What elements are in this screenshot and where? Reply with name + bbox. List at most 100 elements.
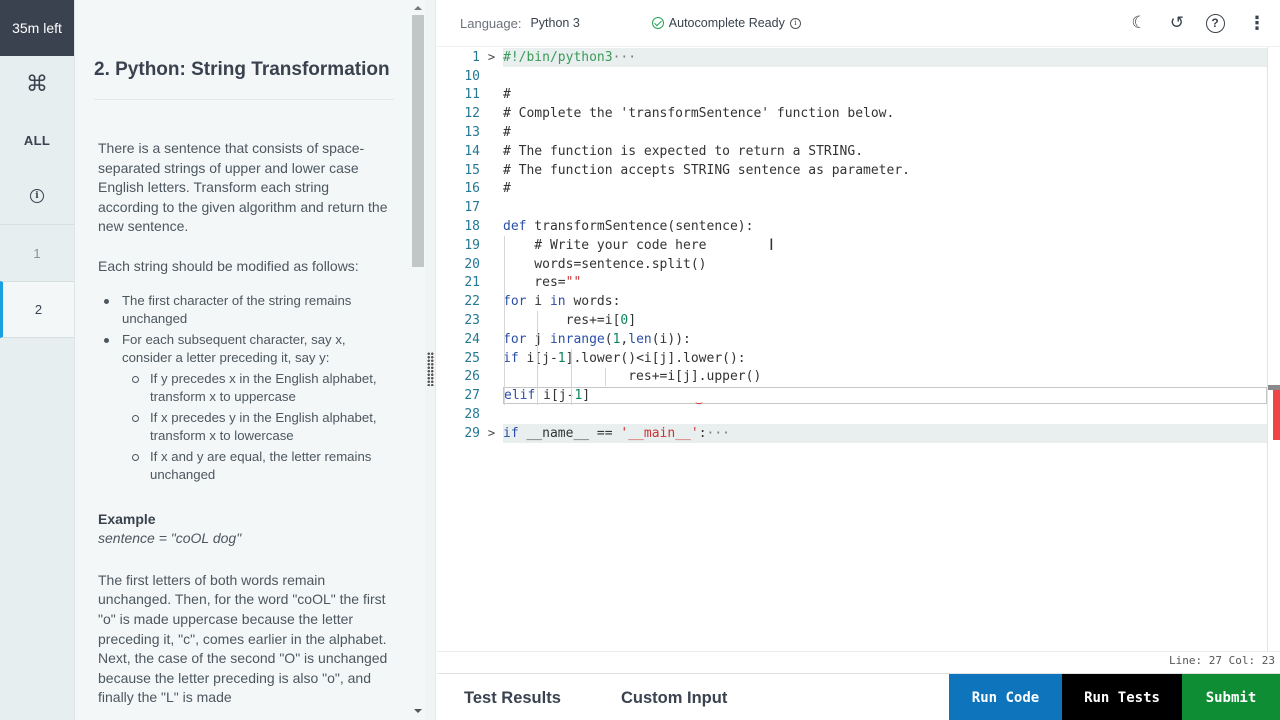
question-2-button[interactable]: 2 [0,281,74,338]
problem-panel: 2. Python: String Transformation There i… [75,0,410,720]
line-number: 23 [464,313,480,329]
line-number: 26 [464,369,480,385]
code-text: res+=i[j].upper() [503,369,762,385]
code-text: # [503,87,511,103]
code-line[interactable]: 22 for i in words: [437,292,1267,311]
tab-test-results[interactable]: Test Results [464,689,561,707]
code-line[interactable]: 17 [437,198,1267,217]
code-line[interactable]: 13# [437,123,1267,142]
line-number: 16 [464,181,480,197]
code-line[interactable]: 28 [437,405,1267,424]
subrule-item: If x precedes y in the English alphabet,… [122,409,390,445]
overview-error-marker [1273,390,1280,440]
code-text: words=sentence.split() [503,256,707,272]
code-text: if __name__ == '__main__':··· [503,424,1267,443]
language-label: Language: [460,15,522,31]
line-number: 20 [464,256,480,272]
code-line[interactable]: 11 # [437,86,1267,105]
line-number: 21 [464,275,480,291]
code-text: if i[j-1].lower()<i[j].lower(): [503,350,746,366]
code-text: elif i[j-1]‿ [503,387,1267,405]
autocomplete-label: Autocomplete Ready [668,16,785,30]
scroll-down-arrow-icon[interactable] [414,709,422,713]
check-circle-icon [651,17,664,29]
submit-button[interactable]: Submit [1182,674,1280,720]
code-editor[interactable]: 1 > #!/bin/python3··· 10 11 # 12# Complet… [437,47,1280,651]
code-line[interactable]: 26 res+=i[j].upper() [437,368,1267,387]
code-line[interactable]: 16# [437,180,1267,199]
autocomplete-status: Autocomplete Ready i [651,16,801,30]
line-number: 27 [464,388,480,404]
command-icon[interactable]: ⌘ [26,71,48,96]
moon-icon: ☾ [1131,13,1147,32]
problem-title: 2. Python: String Transformation [94,57,394,100]
code-text: # Write your code here [503,237,707,253]
panel-splitter[interactable] [425,0,436,720]
run-code-button[interactable]: Run Code [949,674,1062,720]
all-questions-button[interactable]: ALL [23,132,51,148]
code-line[interactable]: 10 [437,67,1267,86]
more-vertical-icon: ⋮ [1248,12,1266,33]
line-number: 11 [464,87,480,103]
subrule-item: If y precedes x in the English alphabet,… [122,370,390,406]
line-number: 19 [464,237,480,253]
problem-scrollbar[interactable] [410,0,425,720]
line-number: 17 [464,200,480,216]
code-line-current[interactable]: 27 elif i[j-1]‿ [437,386,1267,405]
more-options-button[interactable]: ⋮ [1234,8,1280,38]
rule-list: The first character of the string remain… [98,292,390,484]
bottom-bar: Test Results Custom Input Run Code Run T… [437,673,1280,720]
text-cursor-icon: I [769,235,774,254]
code-line[interactable]: 19 # Write your code here [437,236,1267,255]
code-text: for j in range(1,len(i)): [503,331,691,347]
code-line[interactable]: 25 if i[j-1].lower()<i[j].lower(): [437,349,1267,368]
code-text: # The function accepts STRING sentence a… [503,162,910,178]
tab-custom-input[interactable]: Custom Input [621,689,728,707]
fold-chevron-icon[interactable]: > [487,50,496,65]
code-line[interactable]: 24 for j in range(1,len(i)): [437,330,1267,349]
question-1-button[interactable]: 1 [0,224,74,281]
language-select[interactable]: Python 3 [530,16,580,30]
scroll-up-arrow-icon[interactable] [414,6,422,10]
theme-toggle-button[interactable]: ☾ [1120,8,1158,38]
line-number: 10 [464,68,480,84]
code-line[interactable]: 15 # The function accepts STRING sentence… [437,161,1267,180]
line-number: 24 [464,331,480,347]
example-title: Example [98,510,156,527]
subrule-list: If y precedes x in the English alphabet,… [122,370,390,484]
code-line[interactable]: 12# Complete the 'transformSentence' fun… [437,104,1267,123]
help-icon: ? [1205,13,1225,33]
code-line[interactable]: 14# The function is expected to return a… [437,142,1267,161]
cursor-position: Line: 27 Col: 23 [437,651,1280,673]
editor-toolbar: ☾ ↺ ? ⋮ [1120,0,1280,46]
history-button[interactable]: ↺ [1158,8,1196,38]
scrollbar-thumb[interactable] [412,15,424,267]
line-number: 15 [464,162,480,178]
left-rail: 35m left ⌘ ALL i 1 2 [0,0,75,720]
code-line[interactable]: 20 words=sentence.split() [437,255,1267,274]
info-button[interactable]: i [0,168,74,224]
fold-ellipsis[interactable]: ··· [612,49,637,65]
problem-body: There is a sentence that consists of spa… [98,139,390,720]
line-number: 29 [464,425,480,441]
indent-guide [537,311,538,405]
code-line[interactable]: 29 > if __name__ == '__main__':··· [437,424,1267,443]
editor-ruler [1267,47,1268,651]
indent-guide [504,236,505,405]
run-tests-button[interactable]: Run Tests [1062,674,1182,720]
help-button[interactable]: ? [1196,8,1234,38]
code-line[interactable]: 23 res+=i[0] [437,311,1267,330]
editor-header: Language: Python 3 Autocomplete Ready i … [437,0,1280,47]
subrule-item: If x and y are equal, the letter remains… [122,448,390,484]
fold-chevron-icon[interactable]: > [487,426,496,441]
line-number: 13 [464,125,480,141]
example-explanation: The first letters of both words remain u… [98,571,388,706]
drag-handle-icon[interactable] [427,352,434,386]
code-line[interactable]: 21 res="" [437,274,1267,293]
fold-ellipsis[interactable]: ··· [706,425,730,441]
line-number: 18 [464,219,480,235]
info-icon[interactable]: i [789,17,801,29]
code-text: # Complete the 'transformSentence' funct… [503,106,895,122]
code-line[interactable]: 1 > #!/bin/python3··· [437,48,1267,67]
